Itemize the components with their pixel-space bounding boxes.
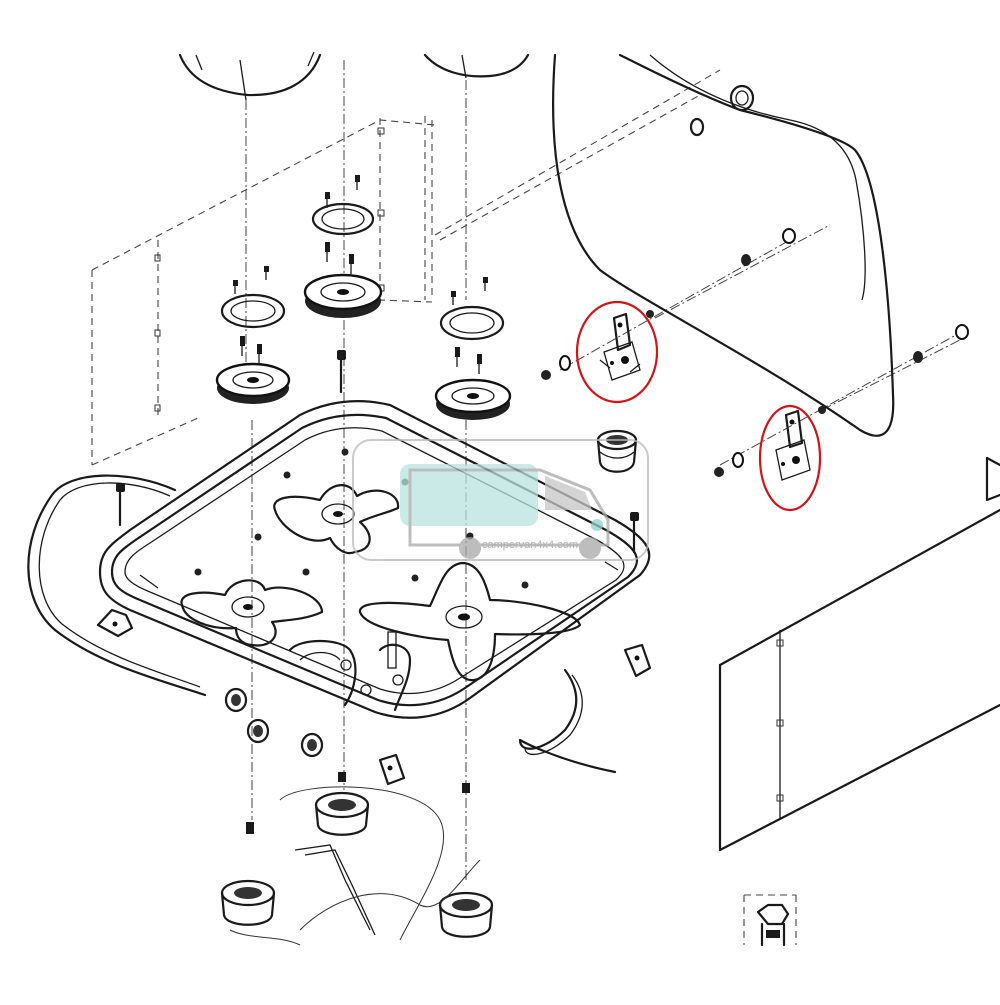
spare-fitting — [743, 894, 797, 947]
hinge-washers — [541, 355, 744, 477]
lid-hole — [689, 117, 705, 137]
flame-ring-right — [439, 305, 505, 341]
tray-clip-right — [623, 643, 652, 678]
screw — [451, 291, 456, 305]
hinge-bracket-upper — [599, 312, 641, 381]
edge-seal-hose-right — [518, 668, 617, 774]
highlight-circles — [575, 300, 822, 512]
gas-valve-right — [438, 891, 494, 938]
side-panel-upper-right — [985, 456, 1000, 502]
rear-panel-dashed — [91, 119, 436, 466]
burner-cap-center — [303, 273, 383, 318]
burner-cap-left — [215, 362, 291, 404]
burner-spider-right — [358, 561, 582, 682]
screw — [325, 242, 330, 262]
assembly-axis-lines — [245, 60, 966, 880]
pan-support-ring-right — [423, 53, 530, 79]
screw — [477, 354, 482, 374]
hinge-bracket-lower — [775, 409, 811, 481]
watermark-text: campervan4x4.com — [482, 539, 578, 551]
thermocouple-wires — [229, 786, 481, 946]
control-nut-1 — [224, 687, 248, 713]
burner-spider-center — [273, 484, 400, 555]
screw — [455, 347, 460, 367]
screw — [240, 336, 245, 356]
edge-seal-hose-left — [27, 474, 207, 697]
screw — [233, 280, 238, 294]
rubber-grommet — [596, 429, 638, 473]
screws — [116, 175, 639, 554]
gas-pipe-tray — [288, 631, 412, 712]
lid-fasteners — [646, 228, 969, 414]
side-panel-right — [718, 508, 1000, 852]
small-fasteners-bottom — [246, 772, 470, 834]
screw — [355, 175, 360, 190]
gas-valve-center — [314, 791, 370, 836]
glass-lid — [552, 53, 895, 437]
flame-ring-center — [311, 202, 375, 236]
flame-ring-left — [220, 293, 286, 329]
screw — [116, 483, 125, 527]
side-panel-dashed — [377, 116, 433, 303]
tray-clip-bottom — [378, 753, 406, 786]
tray-clip-left — [96, 608, 134, 638]
watermark-logo: campervan4x4.com — [352, 439, 649, 561]
gas-valve-left — [220, 879, 276, 926]
screw — [264, 266, 269, 280]
screw — [349, 254, 354, 274]
burner-cap-right — [434, 378, 512, 420]
screw — [483, 277, 488, 291]
control-nut-2 — [246, 718, 270, 744]
screw — [257, 344, 262, 364]
lid-grommet — [729, 84, 755, 112]
highlight-circle-lower — [758, 404, 822, 512]
burner-spider-left — [180, 579, 324, 647]
highlight-circle-upper — [575, 300, 659, 404]
lid-alignment-lines — [434, 69, 721, 241]
pan-support-ring-left — [178, 51, 322, 101]
screw — [337, 350, 346, 394]
control-nut-3 — [300, 732, 324, 758]
screw — [630, 512, 639, 554]
